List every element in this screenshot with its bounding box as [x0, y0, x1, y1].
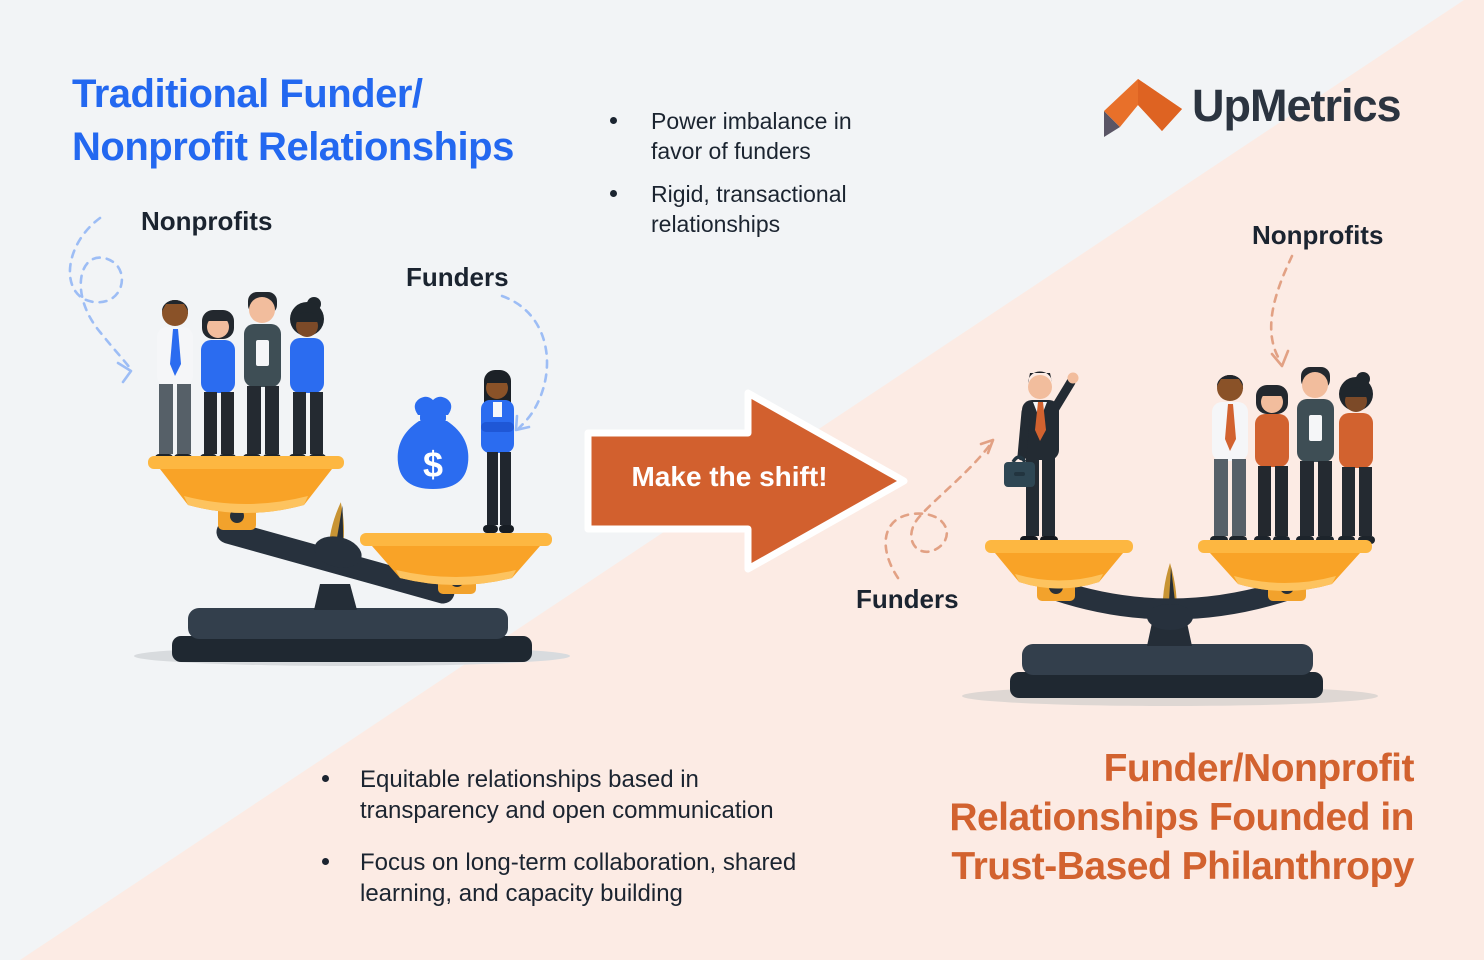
dashed-arrow-to-nonprofits-icon [1269, 254, 1294, 368]
nonprofits-group-illustration [1210, 367, 1375, 544]
traditional-bullet-list: Power imbalance in favor of funders Rigi… [610, 106, 891, 239]
bullet-item: Focus on long-term collaboration, shared… [322, 847, 810, 909]
dashed-arrow-to-nonprofits-icon [68, 216, 133, 384]
dashed-arrow-to-funders-icon [500, 294, 549, 432]
bullet-dot [322, 775, 329, 782]
bullet-dot [610, 190, 617, 197]
upmetrics-logo-text: UpMetrics [1192, 80, 1402, 131]
trust-based-bullet-list: Equitable relationships based in transpa… [322, 764, 810, 909]
bullet-dot [322, 858, 329, 865]
traditional-title-line1: Traditional Funder/ [72, 72, 423, 116]
upmetrics-logo-icon [1104, 79, 1182, 137]
left-funders-label: Funders [406, 262, 509, 292]
trust-based-title: Funder/Nonprofit Relationships Founded i… [810, 744, 1414, 891]
trust-based-title-line3: Trust-Based Philanthropy [951, 845, 1414, 888]
right-funders-label: Funders [856, 584, 959, 614]
funder-woman-illustration [481, 370, 514, 533]
nonprofits-group-illustration [155, 292, 326, 462]
bullet-item: Power imbalance in favor of funders [610, 106, 891, 166]
right-nonprofits-label: Nonprofits [1252, 220, 1384, 250]
bullet-item: Equitable relationships based in transpa… [322, 764, 810, 826]
balanced-scale-illustration [884, 254, 1378, 706]
left-nonprofits-label: Nonprofits [141, 206, 273, 236]
make-the-shift-arrow-icon [584, 389, 908, 573]
funder-man-illustration [1004, 371, 1079, 544]
left-pan [985, 540, 1133, 589]
traditional-title: Traditional Funder/ Nonprofit Relationsh… [72, 68, 514, 174]
bullet-text: Focus on long-term collaboration, shared… [360, 849, 797, 907]
bullet-text: Power imbalance in favor of funders [651, 108, 852, 164]
bullet-dot [610, 117, 617, 124]
right-pan [1198, 540, 1372, 591]
bullet-text: Equitable relationships based in transpa… [360, 766, 774, 824]
right-pan [360, 533, 552, 585]
bullet-text: Rigid, transactional relationships [651, 181, 847, 237]
svg-text:$: $ [423, 444, 443, 485]
trust-based-title-line1: Funder/Nonprofit [1103, 747, 1415, 790]
money-bag-icon: $ [397, 396, 469, 489]
cta-label: Make the shift! [631, 461, 828, 492]
unbalanced-scale-illustration: $ [68, 216, 570, 666]
bullet-item: Rigid, transactional relationships [610, 179, 891, 239]
dashed-arrow-to-funders-icon [884, 438, 995, 580]
left-pan [148, 456, 344, 513]
trust-based-title-line2: Relationships Founded in [949, 796, 1414, 839]
traditional-title-line2: Nonprofit Relationships [72, 125, 514, 169]
